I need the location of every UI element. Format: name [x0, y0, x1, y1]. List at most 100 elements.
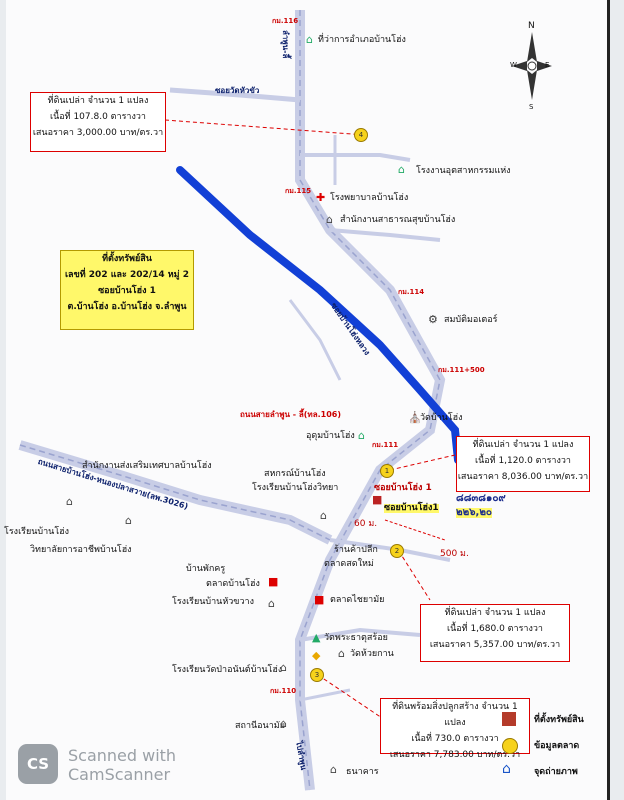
info-box-3: ที่ดินเปล่า จำนวน 1 แปลง เนื้อที่ 1,680.… [420, 604, 570, 662]
road-label-lamphun-li: ถนนสายลำพูน - ลี้(ทล.106) [240, 410, 341, 419]
kindergarten-icon: ■ [314, 593, 325, 606]
marker-1: 1 [380, 464, 394, 478]
info-box-3-line3: เสนอราคา 5,357.00 บาท/ตร.วา [429, 640, 561, 650]
info-box-1: ที่ดินเปล่า จำนวน 1 แปลง เนื้อที่ 107.8.… [30, 92, 166, 152]
market-icon: ■ [268, 575, 279, 588]
distance-60m: 60 ม. [354, 519, 378, 529]
cooperative-label: สหกรณ์บ้านโฮ่ง [264, 469, 326, 479]
wat-pakkhawang-label: วัดพระธาตุสร้อย [324, 633, 388, 643]
south-label: S [529, 103, 534, 111]
handwritten-1: ๘๘๓๘๑๐๙ [456, 493, 506, 504]
legend-property-icon [502, 712, 516, 726]
road-label-top: ลำพูน-ลี้ [281, 30, 290, 59]
property-box-line3: ซอยบ้านโฮ่ง 1 [98, 286, 156, 296]
info-box-2: ที่ดินเปล่า จำนวน 1 แปลง เนื้อที่ 1,120.… [456, 436, 590, 492]
km-111: กม.111 [372, 441, 399, 449]
health-office-icon: ⌂ [326, 213, 333, 226]
info-box-2-line1: ที่ดินเปล่า จำนวน 1 แปลง [472, 440, 574, 450]
temple-label: วัดบ้านโฮ่ง [420, 413, 463, 423]
health-office-label: สำนักงานสาธารณสุขบ้านโฮ่ง [340, 215, 456, 225]
north-label: N [528, 21, 535, 31]
km-111-500: กม.111+500 [438, 366, 485, 374]
side-road-6 [299, 627, 421, 642]
office-icon: ⌂ [66, 495, 73, 508]
info-box-1-line3: เสนอราคา 3,000.00 บาท/ตร.วา [32, 128, 164, 138]
east-label: E [545, 61, 550, 69]
temple-icon: ⛪ [408, 411, 422, 424]
school-bottom-label: โรงเรียนวัดป่าอนันต์บ้านโฮ่ง [172, 665, 283, 675]
legend-market-icon [502, 738, 518, 754]
side-road-1 [169, 87, 301, 103]
marker-3: 3 [310, 668, 324, 682]
pakkhrong-school-icon: ⌂ [268, 597, 275, 610]
leader-1 [164, 119, 366, 136]
school-ban-hong-label: โรงเรียนบ้านโฮ่งวิทยา [252, 483, 339, 493]
callout-soi-2: ซอยบ้านโฮ่ง1 [384, 503, 439, 513]
property-box-title: ที่ตั้งทรัพย์สิน [102, 254, 152, 264]
main-road [295, 10, 446, 791]
tech-college-label: โรงเรียนบ้านโฮ่ง [4, 527, 70, 537]
market1-label: ตลาดบ้านโฮ่ง [206, 579, 260, 589]
camscanner-line2: CamScanner [68, 765, 171, 784]
info-box-4-line3: เสนอราคา 7,783.00 บาท/ตร.วา [389, 750, 521, 760]
camscanner-line1: Scanned with [68, 746, 177, 765]
legend-property-label: ที่ตั้งทรัพย์สิน [534, 715, 584, 725]
road-label-wat-hua-kham: ซอยวัดหัวขัว [215, 86, 260, 95]
west-label: W [510, 61, 517, 69]
info-box-4-line1: ที่ดินพร้อมสิ่งปลูกสร้าง จำนวน 1 แปลง [392, 702, 518, 728]
property-square-icon: ■ [372, 493, 383, 506]
motorcycle-icon: ⚙ [428, 313, 438, 326]
info-box-2-line2: เนื้อที่ 1,120.0 ตารางวา [475, 456, 571, 466]
bakeshop-label: บ้านพักครู [186, 564, 226, 574]
km-115: กม.115 [285, 187, 312, 195]
thanakhan-label: ธนาคาร [346, 767, 379, 777]
municipal-office-label: สำนักงานส่งเสริมเทศบาลบ้านโฮ่ง [82, 461, 212, 471]
district-office-icon: ⌂ [306, 33, 313, 46]
camscanner-watermark: Scanned with CamScanner [68, 746, 176, 784]
distance-500m: 500 ม. [440, 549, 469, 559]
ban-hong-road-line [19, 444, 331, 541]
school-label: อุดุมบ้านโฮ่ง [306, 431, 355, 441]
legend-photo-label: จุดถ่ายภาพ [534, 767, 578, 777]
hospital-label: โรงพยาบาลบ้านโฮ่ง [330, 193, 409, 203]
callout-soi-1: ซอยบ้านโฮ่ง 1 [374, 483, 432, 493]
hospital-icon: ✚ [316, 191, 326, 204]
marker-2: 2 [390, 544, 404, 558]
wat-huai-kan-icon: ⌂ [338, 647, 345, 660]
legend-photo-icon: ⌂ [502, 761, 511, 777]
leader-4 [317, 674, 386, 721]
km-114: กม.114 [398, 288, 425, 296]
info-box-1-line2: เนื้อที่ 107.8.0 ตารางวา [50, 112, 146, 122]
school-bottom-icon: ⌂ [280, 661, 287, 674]
pakkhrong-school-label: โรงเรียนบ้านหัวขวาง [172, 597, 254, 607]
shop-near-label: ร้านค้าปลีก [334, 545, 378, 555]
info-box-2-line3: เสนอราคา 8,036.00 บาท/ตร.วา [457, 472, 589, 482]
college-icon: ⌂ [125, 514, 132, 527]
river [176, 166, 462, 464]
camscanner-logo: CS [18, 744, 58, 784]
sub-market-label: ตลาดสดใหม่ [324, 559, 374, 569]
km-110: กม.110 [270, 687, 297, 695]
side-road-7 [299, 688, 351, 702]
side-road-2 [300, 153, 411, 162]
pig-farm-icon: ⌂ [280, 717, 287, 730]
school-ban-hong-icon: ⌂ [320, 509, 327, 522]
side-road-8 [288, 299, 342, 381]
info-box-3-line1: ที่ดินเปล่า จำนวน 1 แปลง [444, 608, 546, 618]
wat-pakkhawang-icon: ▲ [312, 631, 321, 644]
info-box-1-line1: ที่ดินเปล่า จำนวน 1 แปลง [47, 96, 149, 106]
factory-label: โรงงานอุตสาหกรรมแห่ง [416, 166, 511, 176]
property-box-line2: เลขที่ 202 และ 202/14 หมู่ 2 [64, 270, 189, 280]
district-office-label: ที่ว่าการอำเภอบ้านโฮ่ง [318, 35, 406, 45]
distance-line [384, 519, 446, 541]
pig-farm-label: สถานีอนามัย [235, 721, 285, 731]
factory-icon: ⌂ [398, 163, 405, 176]
school-icon: ⌂ [358, 429, 365, 442]
north-arrow [512, 32, 552, 100]
info-box-4-line2: เนื้อที่ 730.0 ตารางวา [411, 734, 499, 744]
property-location-box: ที่ตั้งทรัพย์สิน เลขที่ 202 และ 202/14 ห… [60, 250, 194, 330]
marker-4: 4 [354, 128, 368, 142]
ag-college-label: วิทยาลัยการอาชีพบ้านโฮ่ง [30, 545, 132, 555]
wat-huai-kan-label: วัดห้วยกาน [350, 649, 394, 659]
